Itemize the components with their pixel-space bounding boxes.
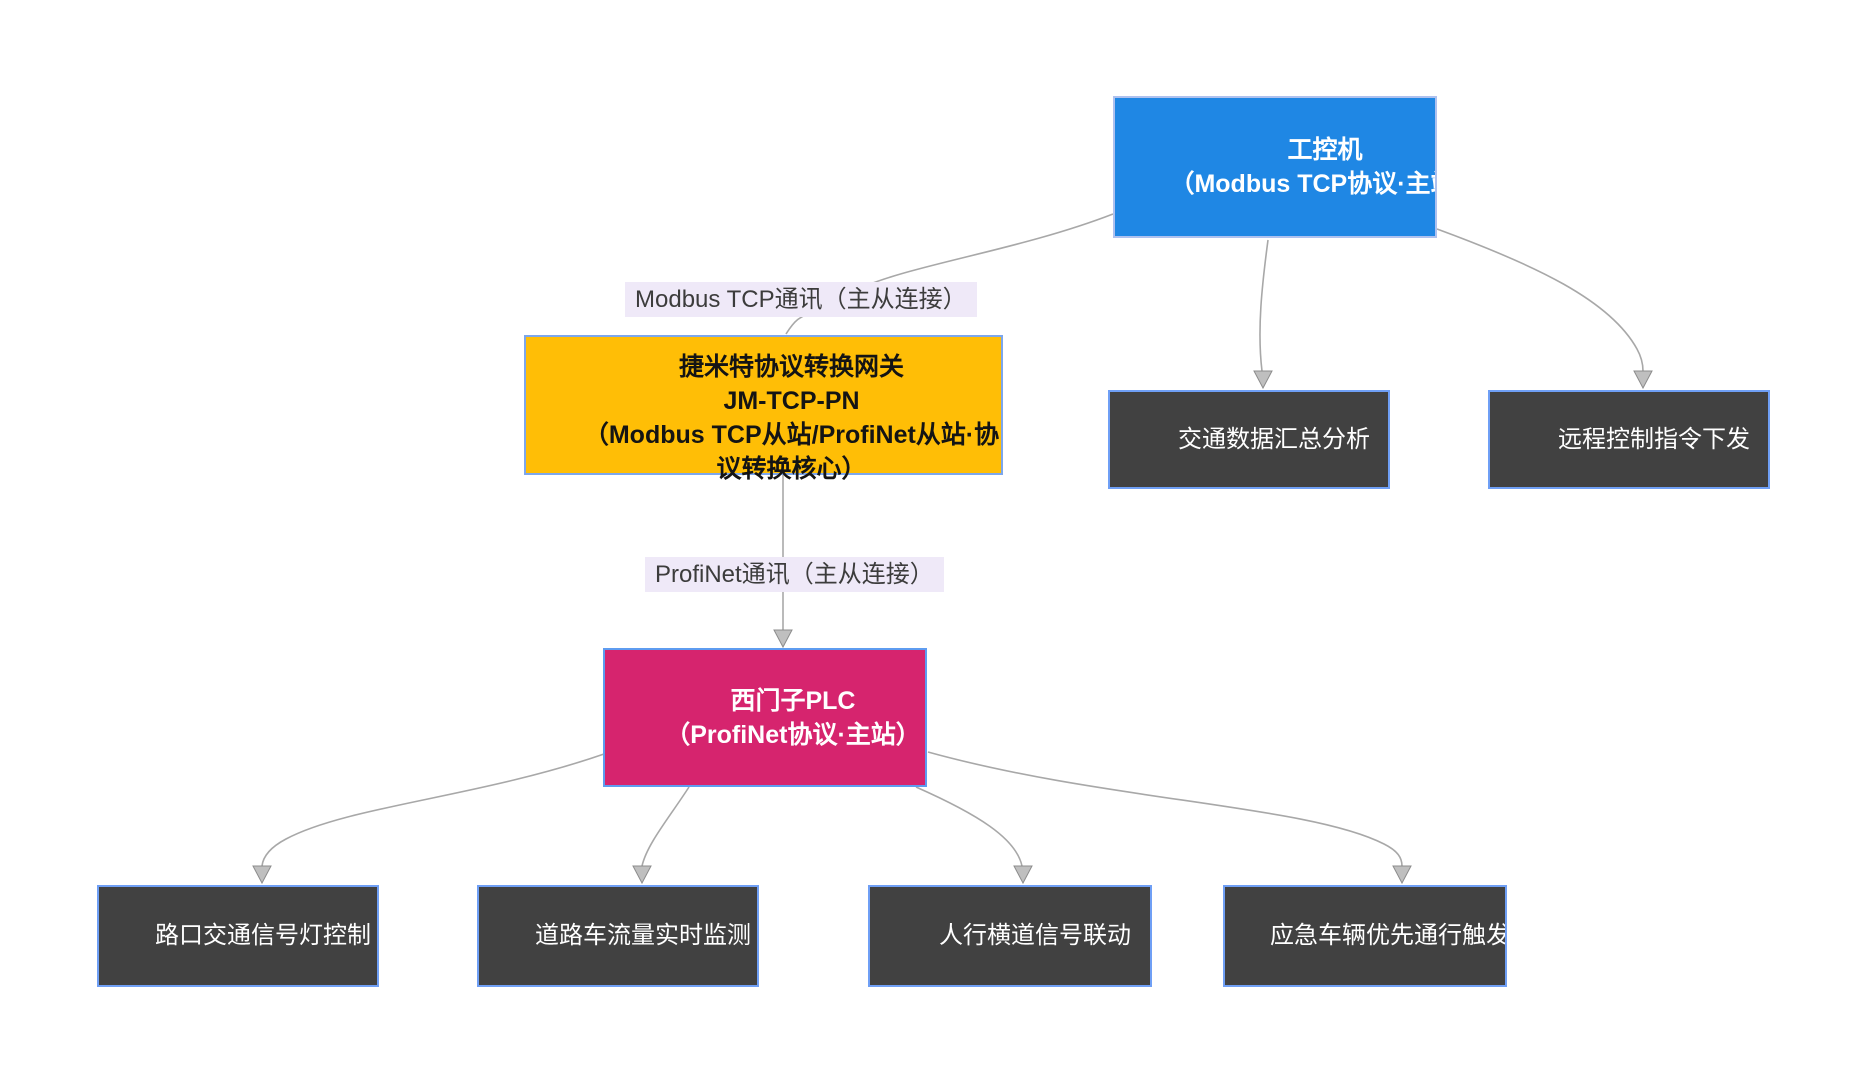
- node-gateway-role-line1: （Modbus TCP从站/ProfiNet从站·协: [583, 421, 1000, 449]
- arrowhead-flow: [632, 865, 652, 885]
- node-industrial-pc-title: 工控机: [1287, 136, 1363, 164]
- node-gateway-model: JM-TCP-PN: [723, 387, 860, 415]
- node-gateway-title: 捷米特协议转换网关: [678, 353, 904, 381]
- arrowhead-analysis: [1253, 370, 1273, 390]
- node-industrial-pc: 工控机 （Modbus TCP协议·主站）: [1113, 96, 1437, 238]
- node-traffic-flow-monitor-label: 道路车流量实时监测: [535, 922, 751, 949]
- node-remote-command-label: 远程控制指令下发: [1558, 425, 1750, 453]
- node-traffic-flow-monitor: 道路车流量实时监测: [477, 885, 759, 987]
- node-remote-command: 远程控制指令下发: [1488, 390, 1770, 489]
- edge-ipc-to-analysis: [1259, 239, 1269, 372]
- node-siemens-plc: 西门子PLC （ProfiNet协议·主站）: [603, 648, 927, 787]
- node-traffic-data-analysis: 交通数据汇总分析: [1108, 390, 1390, 489]
- edge-label-profinet: ProfiNet通讯（主从连接）: [645, 557, 944, 592]
- arrowhead-light: [252, 865, 272, 885]
- edge-plc-to-crosswalk: [915, 786, 1023, 867]
- node-protocol-gateway: 捷米特协议转换网关 JM-TCP-PN （Modbus TCP从站/ProfiN…: [524, 335, 1003, 483]
- edge-plc-to-emergency: [927, 751, 1403, 867]
- node-gateway-role-line2: 议转换核心）: [716, 455, 867, 483]
- node-crosswalk-linkage: 人行横道信号联动: [868, 885, 1152, 987]
- node-traffic-data-analysis-label: 交通数据汇总分析: [1178, 425, 1370, 453]
- node-signal-light-control-label: 路口交通信号灯控制: [155, 922, 371, 949]
- edge-label-modbus: Modbus TCP通讯（主从连接）: [625, 282, 977, 317]
- node-crosswalk-linkage-label: 人行横道信号联动: [939, 922, 1131, 949]
- arrowhead-emergency: [1392, 865, 1412, 885]
- arrowhead-crosswalk: [1013, 865, 1033, 885]
- arrowhead-remote: [1633, 370, 1653, 390]
- node-signal-light-control: 路口交通信号灯控制: [97, 885, 379, 987]
- arrowhead-plc: [773, 629, 793, 649]
- edge-plc-to-flow: [641, 786, 690, 867]
- edge-plc-to-light: [261, 753, 605, 867]
- node-emergency-priority-label: 应急车辆优先通行触发: [1270, 922, 1507, 949]
- node-emergency-priority: 应急车辆优先通行触发: [1223, 885, 1507, 987]
- node-industrial-pc-subtitle: （Modbus TCP协议·主站）: [1169, 170, 1435, 198]
- edge-ipc-to-gateway: [785, 213, 1114, 335]
- edge-ipc-to-remote: [1436, 228, 1644, 372]
- node-plc-subtitle: （ProfiNet协议·主站）: [665, 720, 921, 749]
- node-plc-title: 西门子PLC: [730, 686, 856, 715]
